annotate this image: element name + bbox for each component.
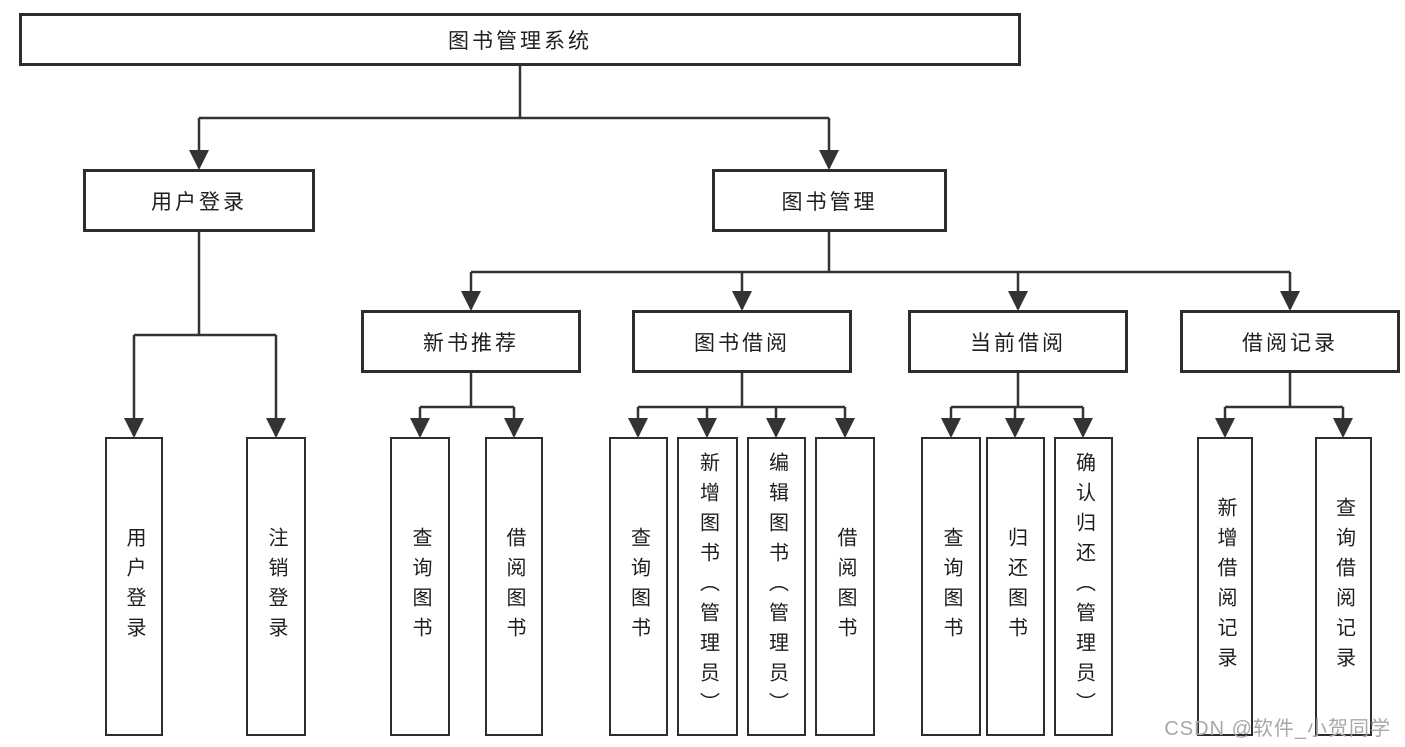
node-leaf-cb-query-books: 查询图书 xyxy=(921,437,981,736)
csdn-watermark: CSDN @软件_小贺同学 xyxy=(1164,718,1391,740)
node-book-management: 图书管理 xyxy=(712,169,947,232)
leaf-label: 编辑图书（管理员） xyxy=(765,451,788,722)
node-leaf-cb-return-books: 归还图书 xyxy=(986,437,1045,736)
node-new-book-recommend-label: 新书推荐 xyxy=(423,331,519,355)
node-leaf-bb-add-books-admin: 新增图书（管理员） xyxy=(677,437,738,736)
node-leaf-bb-query-books: 查询图书 xyxy=(609,437,668,736)
node-leaf-bb-edit-books-admin: 编辑图书（管理员） xyxy=(747,437,806,736)
node-current-borrowing: 当前借阅 xyxy=(908,310,1128,373)
leaf-label: 归还图书 xyxy=(1004,526,1027,647)
leaf-label: 用户登录 xyxy=(123,526,145,647)
node-book-borrowing-label: 图书借阅 xyxy=(694,331,790,355)
node-leaf-bb-borrow-books: 借阅图书 xyxy=(815,437,875,736)
leaf-label: 查询图书 xyxy=(409,526,431,647)
node-current-borrowing-label: 当前借阅 xyxy=(970,331,1066,355)
node-borrow-records-label: 借阅记录 xyxy=(1242,331,1338,355)
leaf-label: 查询图书 xyxy=(627,526,650,647)
node-leaf-user-login: 用户登录 xyxy=(105,437,163,736)
node-leaf-nb-query-books: 查询图书 xyxy=(390,437,450,736)
node-leaf-cb-confirm-return-admin: 确认归还（管理员） xyxy=(1054,437,1113,736)
node-leaf-nb-borrow-books: 借阅图书 xyxy=(485,437,543,736)
node-borrow-records: 借阅记录 xyxy=(1180,310,1400,373)
node-leaf-br-add-record: 新增借阅记录 xyxy=(1197,437,1253,736)
leaf-label: 确认归还（管理员） xyxy=(1072,451,1095,722)
node-new-book-recommend: 新书推荐 xyxy=(361,310,581,373)
leaf-label: 查询借阅记录 xyxy=(1332,496,1355,677)
node-book-borrowing: 图书借阅 xyxy=(632,310,852,373)
node-user-login-label: 用户登录 xyxy=(151,190,247,214)
leaf-label: 借阅图书 xyxy=(503,526,525,647)
node-user-login: 用户登录 xyxy=(83,169,315,232)
node-leaf-logout: 注销登录 xyxy=(246,437,306,736)
node-leaf-br-query-record: 查询借阅记录 xyxy=(1315,437,1372,736)
node-root-label: 图书管理系统 xyxy=(448,29,592,53)
node-root: 图书管理系统 xyxy=(19,13,1021,66)
leaf-label: 查询图书 xyxy=(940,526,962,647)
node-book-management-label: 图书管理 xyxy=(781,190,878,214)
leaf-label: 新增借阅记录 xyxy=(1214,496,1236,677)
leaf-label: 新增图书（管理员） xyxy=(696,451,719,722)
leaf-label: 借阅图书 xyxy=(834,526,856,647)
leaf-label: 注销登录 xyxy=(265,526,287,647)
